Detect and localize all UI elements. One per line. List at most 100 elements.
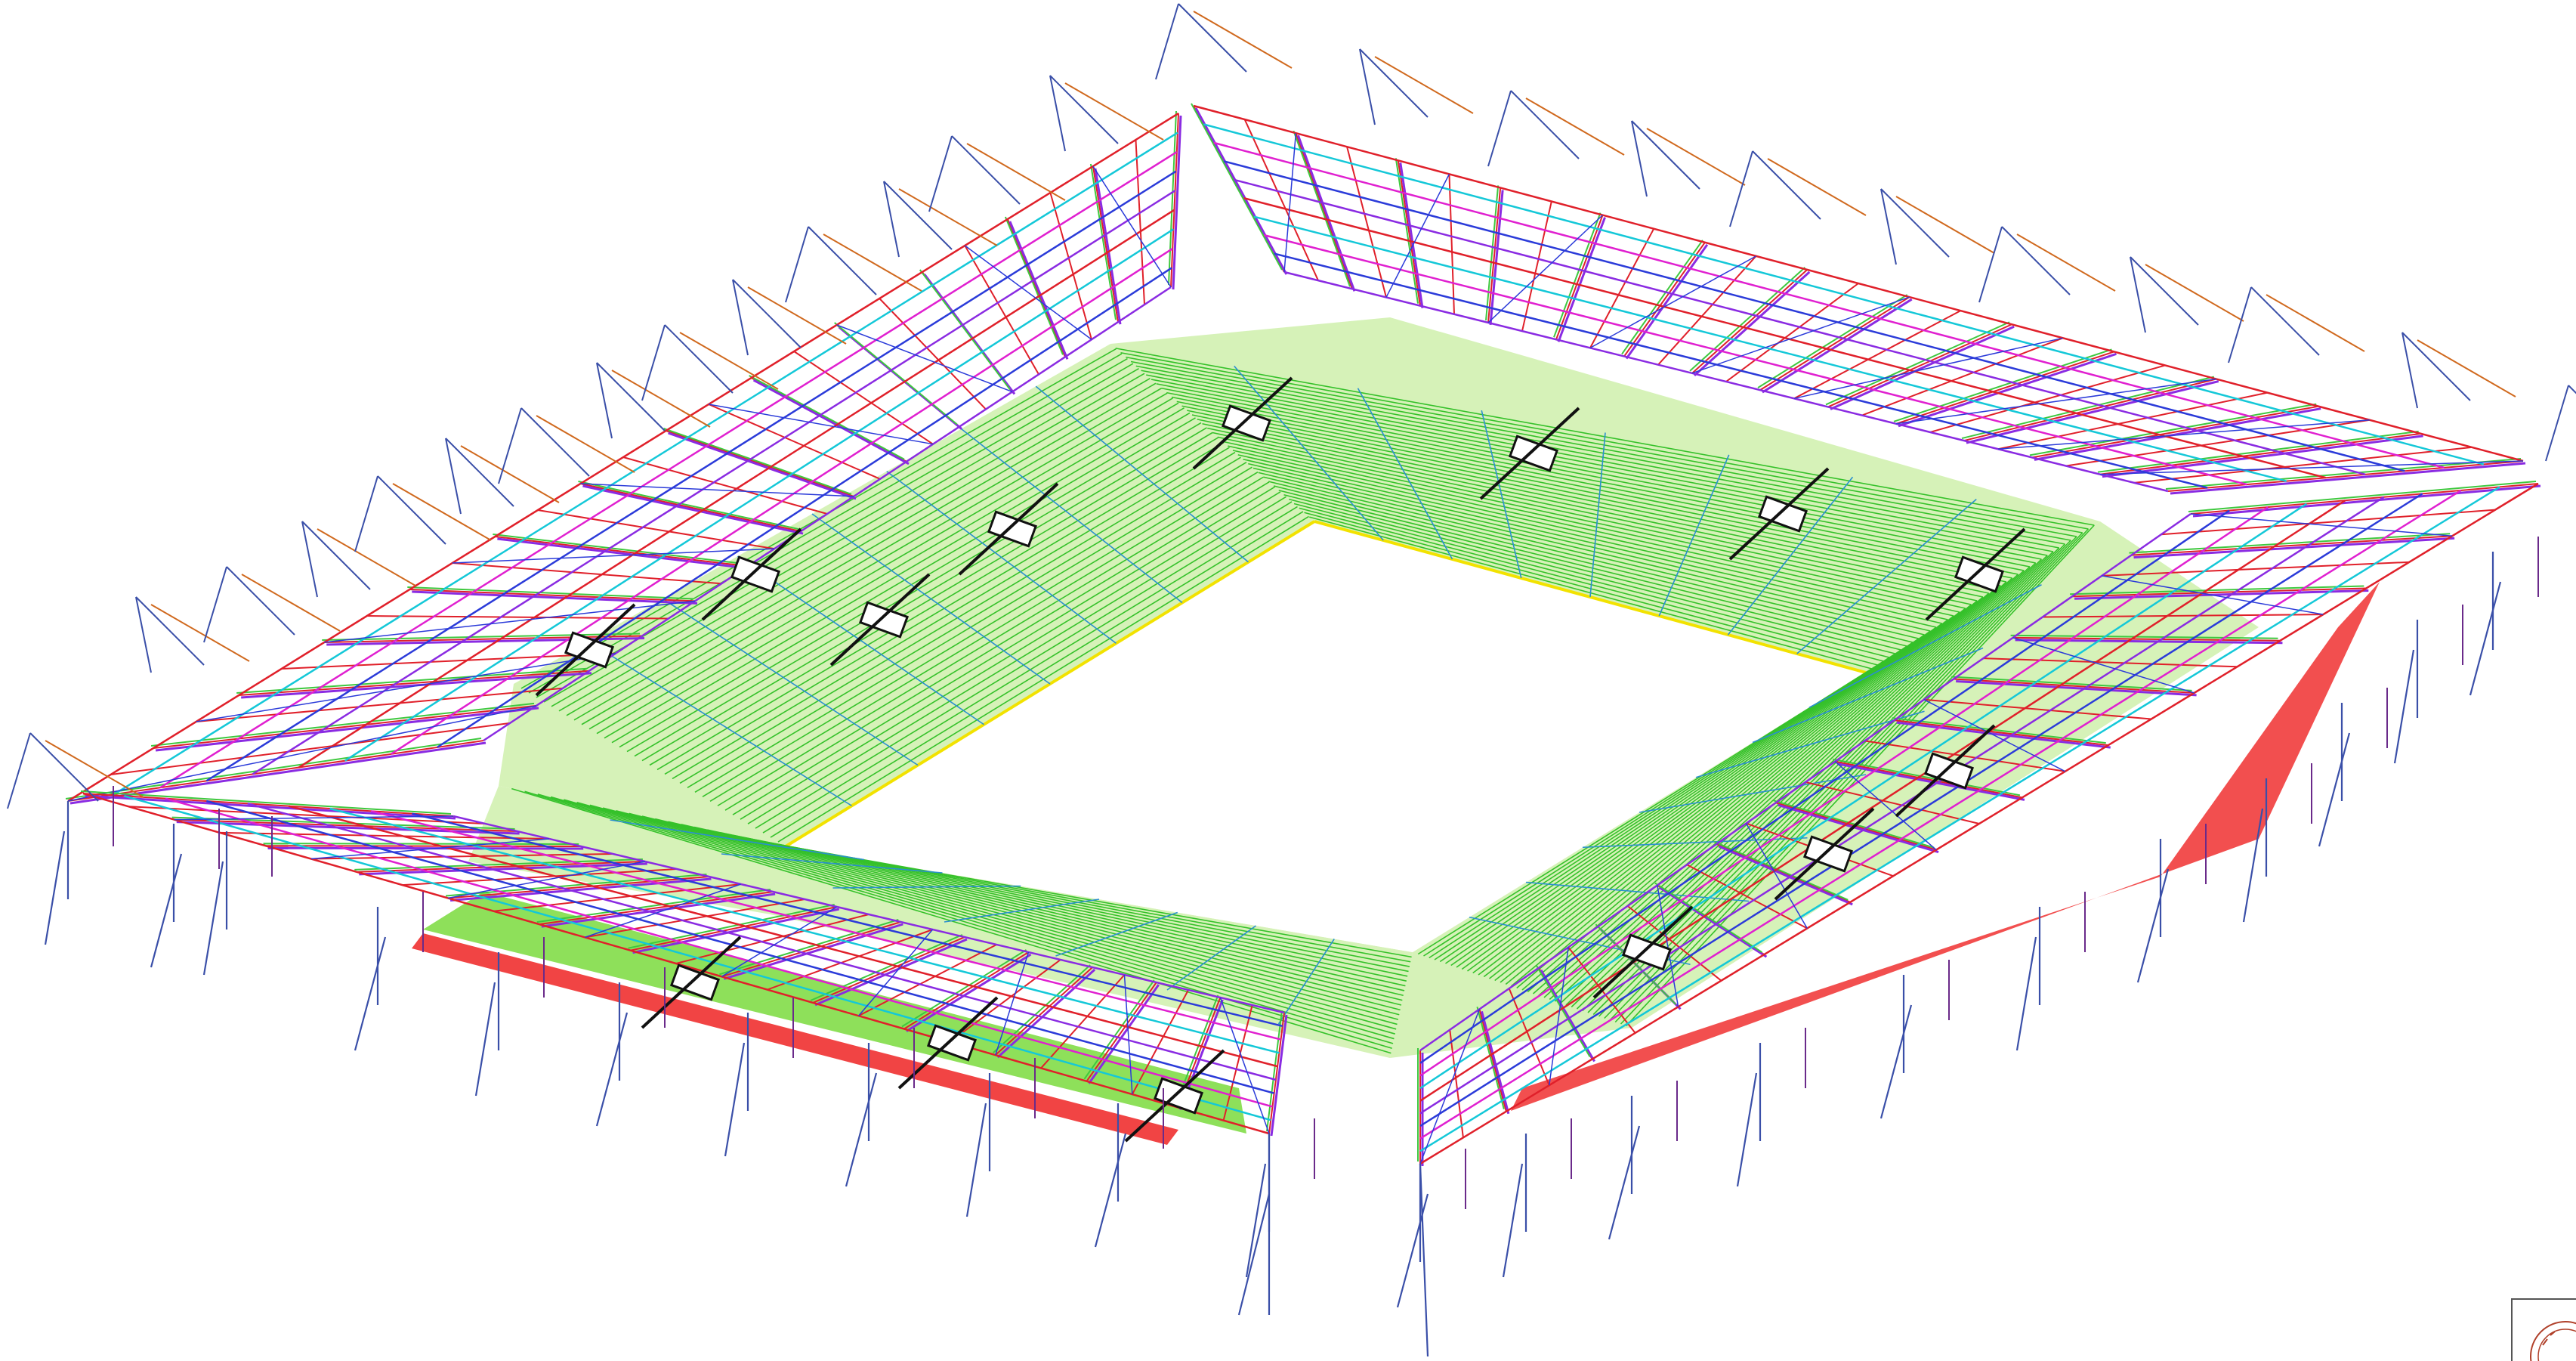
rafter-east — [1626, 905, 1722, 982]
mast — [2001, 226, 2071, 295]
aisle-south — [1277, 939, 1335, 1025]
seating-row-lines — [511, 348, 2095, 1054]
mast-leg — [2228, 286, 2252, 363]
rafter-west — [409, 589, 696, 602]
rafter-north — [1997, 391, 2268, 450]
rafter-east — [1805, 781, 1980, 824]
purlin-north — [1234, 178, 2366, 475]
purlin-east — [1419, 489, 2462, 1140]
rafter-east — [1954, 678, 2195, 694]
rafter-east — [1508, 988, 1550, 1086]
stair-ladder — [1774, 807, 1875, 901]
truss-chord-south — [263, 843, 579, 845]
vomitory — [730, 555, 781, 593]
truss-south — [723, 923, 903, 980]
column-brace — [202, 861, 224, 976]
mast-leg — [1729, 150, 1753, 227]
bracing-south — [1123, 974, 1133, 1095]
rafter-south — [174, 818, 517, 832]
vomitory — [1923, 752, 1975, 790]
rafter-north — [1725, 283, 1859, 382]
truss-chord-west — [236, 667, 588, 694]
truss-chord-north — [1485, 185, 1500, 321]
column-brace — [2015, 936, 2037, 1051]
mast-leg — [2130, 256, 2146, 333]
bracing-east — [1834, 761, 1937, 851]
rafter-south — [310, 853, 613, 860]
truss-chord-west — [749, 375, 905, 460]
bracing-north — [1895, 378, 2216, 425]
rafter-north — [1929, 364, 2166, 433]
rafter-east — [1478, 1009, 1507, 1112]
rafter-west — [708, 404, 881, 480]
rafter-south — [630, 906, 837, 951]
mast-leg — [498, 407, 522, 484]
truss-north — [1194, 107, 1288, 275]
truss-west — [752, 379, 910, 466]
truss-west — [923, 274, 1016, 395]
purlin-east — [1419, 512, 2191, 1052]
truss-north — [1625, 243, 1709, 360]
rafter-north — [1346, 146, 1387, 298]
purlin-west — [205, 170, 1177, 782]
truss-west — [497, 537, 751, 570]
rafter-west — [1092, 165, 1119, 323]
bracing-west — [324, 600, 696, 643]
bracing-west — [67, 705, 537, 802]
rafter-east — [1686, 864, 1808, 930]
tie-cable — [1193, 11, 1293, 69]
tie-cable — [679, 332, 779, 390]
rafter-south — [1222, 1004, 1253, 1121]
bracing-west — [452, 548, 775, 564]
truss-chord-south — [1083, 979, 1155, 1080]
rafter-south — [539, 891, 774, 926]
rafter-north — [1295, 132, 1353, 289]
truss-east — [1659, 886, 1768, 958]
column-brace — [1608, 1125, 1641, 1240]
bracing-north — [1487, 215, 1604, 323]
rafter-north — [1759, 296, 1910, 391]
mast-leg — [1359, 48, 1376, 125]
truss-chord-west — [150, 702, 535, 747]
aisle-west — [1035, 385, 1249, 563]
vomitory — [987, 510, 1038, 548]
truss-chord-east — [1536, 965, 1591, 1058]
rafter-west — [622, 456, 828, 515]
aisle-south — [721, 853, 943, 874]
vomitory — [1221, 404, 1272, 442]
mast — [732, 279, 802, 348]
rafter-west — [239, 670, 590, 696]
truss-east — [2074, 589, 2369, 600]
truss-east — [2133, 537, 2455, 559]
rafter-west — [67, 740, 484, 802]
column-brace — [2136, 868, 2170, 983]
roof-structure — [65, 103, 2541, 1166]
truss-chord-west — [1168, 110, 1177, 286]
aisle-north — [1727, 476, 1854, 636]
truss-chord-west — [322, 633, 641, 641]
seal-stamp-icon — [2511, 1298, 2576, 1361]
truss-north — [2034, 407, 2321, 461]
rafter-north — [1589, 228, 1655, 348]
truss-south — [814, 938, 968, 1007]
purlin-south — [370, 810, 1281, 1041]
rafter-west — [580, 483, 802, 533]
tie-cable — [1064, 82, 1164, 141]
bracing-south — [584, 883, 742, 939]
rafter-west — [879, 298, 987, 410]
bracing-north — [1691, 296, 1910, 374]
bracing-east — [1923, 699, 2066, 772]
truss-west — [155, 707, 539, 752]
truss-south — [85, 794, 456, 820]
truss-chord-west — [919, 269, 1011, 391]
stair-ladder — [958, 482, 1059, 576]
tie-cable — [1374, 56, 1474, 114]
rafter-east — [1923, 698, 2151, 720]
column-brace — [44, 831, 66, 945]
stair-ladder — [1925, 527, 2026, 621]
rafter-west — [1170, 113, 1179, 288]
aisle-east — [1582, 837, 1808, 849]
vomitory — [669, 964, 721, 1001]
rafter-south — [995, 967, 1093, 1056]
